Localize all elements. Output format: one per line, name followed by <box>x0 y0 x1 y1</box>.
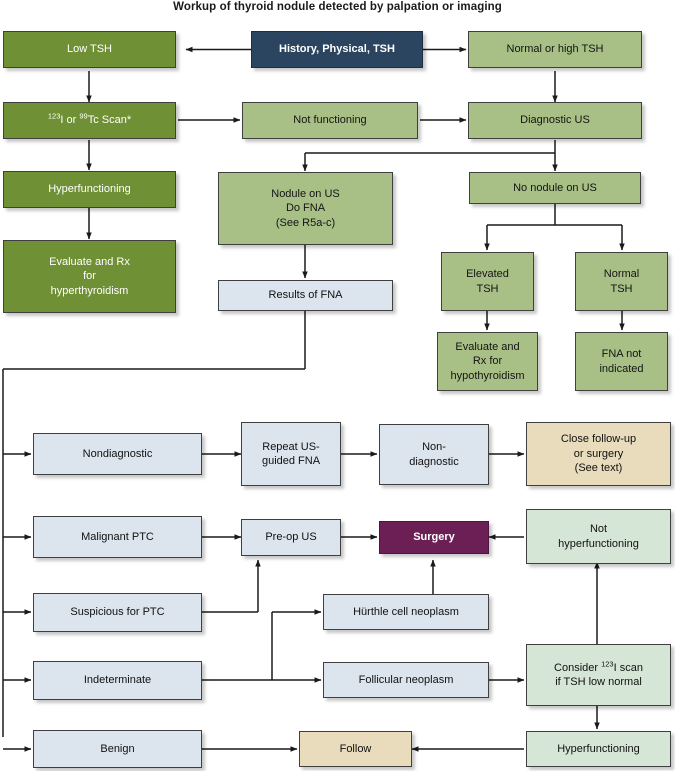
node-not-hyperfunctioning[interactable]: Not hyperfunctioning <box>526 509 671 564</box>
node-normal-or-high-tsh[interactable]: Normal or high TSH <box>468 31 642 68</box>
node-consider-123i-scan[interactable]: Consider 123I scan if TSH low normal <box>526 644 671 706</box>
node-fna-not-indicated[interactable]: FNA not indicated <box>575 332 668 391</box>
node-follow[interactable]: Follow <box>299 731 412 767</box>
node-nodule-on-us[interactable]: Nodule on US Do FNA (See R5a-c) <box>218 172 393 245</box>
node-nondiagnostic[interactable]: Nondiagnostic <box>33 433 202 475</box>
node-benign[interactable]: Benign <box>33 730 202 768</box>
node-no-nodule-on-us[interactable]: No nodule on US <box>469 172 641 204</box>
node-history-physical-tsh[interactable]: History, Physical, TSH <box>251 31 423 68</box>
node-elevated-tsh[interactable]: Elevated TSH <box>441 252 534 311</box>
node-hurthle-cell-neoplasm[interactable]: Hürthle cell neoplasm <box>323 594 489 630</box>
node-surgery[interactable]: Surgery <box>379 521 489 554</box>
node-normal-tsh[interactable]: Normal TSH <box>575 252 668 311</box>
node-indeterminate[interactable]: Indeterminate <box>33 661 202 700</box>
node-pre-op-us[interactable]: Pre-op US <box>241 519 341 556</box>
node-not-functioning[interactable]: Not functioning <box>242 102 418 139</box>
node-diagnostic-us[interactable]: Diagnostic US <box>468 102 642 139</box>
node-follicular-neoplasm[interactable]: Follicular neoplasm <box>323 662 489 698</box>
node-hyperfunctioning-top[interactable]: Hyperfunctioning <box>3 171 176 208</box>
node-repeat-us-guided-fna[interactable]: Repeat US- guided FNA <box>241 422 341 486</box>
node-suspicious-for-ptc[interactable]: Suspicious for PTC <box>33 593 202 632</box>
node-scan[interactable]: 123I or 99Tc Scan* <box>3 102 176 139</box>
scan-label: 123I or 99Tc Scan* <box>47 111 132 127</box>
node-results-of-fna[interactable]: Results of FNA <box>218 280 393 311</box>
consider-scan-line-1: Consider 123I scan <box>554 658 643 674</box>
node-low-tsh[interactable]: Low TSH <box>3 31 176 68</box>
consider-scan-line-2: if TSH low normal <box>555 676 642 688</box>
node-evaluate-rx-hyperthyroidism[interactable]: Evaluate and Rx for hyperthyroidism <box>3 240 176 313</box>
page-title: Workup of thyroid nodule detected by pal… <box>173 1 502 13</box>
node-malignant-ptc[interactable]: Malignant PTC <box>33 516 202 558</box>
node-close-follow-up-or-surgery[interactable]: Close follow-up or surgery (See text) <box>526 422 671 486</box>
node-non-diagnostic-repeat[interactable]: Non- diagnostic <box>379 424 489 485</box>
node-hyperfunctioning-bottom[interactable]: Hyperfunctioning <box>526 731 671 767</box>
node-evaluate-rx-hypothyroidism[interactable]: Evaluate and Rx for hypothyroidism <box>437 332 538 391</box>
